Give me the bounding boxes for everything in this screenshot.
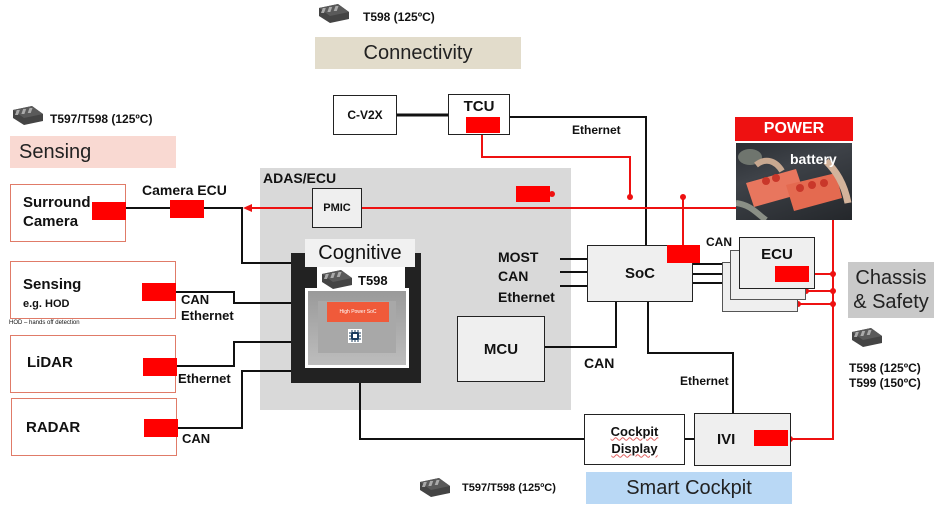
junction-dot (627, 194, 633, 200)
sensing-label-2: e.g. HOD (23, 298, 70, 310)
sensing-ethernet-label: Ethernet (181, 308, 234, 323)
cognitive-title-plate: Cognitive (305, 239, 415, 267)
lidar-pad (143, 358, 177, 376)
radar-pad (144, 419, 178, 437)
category-chassis-label-2: & Safety (853, 291, 929, 313)
category-connectivity: Connectivity (315, 37, 521, 69)
cockpit-display-label-2: Display (611, 440, 658, 456)
ecu-label: ECU (761, 246, 793, 263)
cv2x-block[interactable]: C-V2X (333, 95, 397, 135)
camera-ecu-label: Camera ECU (142, 182, 227, 198)
ethernet-label: Ethernet (498, 289, 555, 305)
high-power-soc-label: High Power SoC (339, 309, 377, 315)
junction-dot (830, 301, 836, 307)
mcu-block[interactable]: MCU (457, 316, 545, 382)
chip-package-icon (420, 478, 450, 497)
battery-label: battery (790, 151, 837, 167)
category-sensing: Sensing (10, 136, 176, 168)
chip-package-icon (852, 328, 882, 347)
part-label-cockpit: T597/T598 (125ºC) (462, 482, 556, 494)
mcu-label: MCU (483, 340, 519, 358)
radar-can-label: CAN (182, 431, 211, 446)
power-header: POWER (735, 117, 853, 141)
camera-ecu-pad (170, 200, 204, 218)
cockpit-display-block[interactable]: Cockpit Display (584, 414, 685, 465)
category-chassis-label-1: Chassis (855, 267, 927, 289)
ecu-power-pad (775, 266, 809, 282)
power-label: POWER (763, 120, 825, 137)
surround-camera-label-2: Camera (23, 213, 79, 230)
category-smart-cockpit-label: Smart Cockpit (626, 476, 752, 499)
category-connectivity-label: Connectivity (363, 41, 473, 64)
sensing-can-label: CAN (181, 292, 210, 307)
junction-dot (830, 271, 836, 277)
part-label-sensing: T597/T598 (125ºC) (50, 112, 153, 126)
category-chassis-safety: Chassis & Safety (848, 262, 934, 318)
battery-photo: battery (736, 143, 852, 220)
lidar-ethernet-label: Ethernet (178, 371, 231, 386)
soc-power-pad (667, 245, 700, 263)
chip-package-icon (322, 270, 352, 289)
ivi-power-pad (754, 430, 788, 446)
most-label: MOST (498, 249, 539, 265)
category-smart-cockpit: Smart Cockpit (586, 472, 792, 504)
cognitive-inner-tray (305, 288, 409, 368)
mcu-can-label: CAN (584, 355, 615, 371)
adas-ecu-label: ADAS/ECU (263, 170, 337, 186)
part-label-connectivity: T598 (125ºC) (363, 10, 435, 24)
part-label-chassis-1: T598 (125ºC) (849, 361, 921, 375)
battery-icon (736, 149, 852, 220)
tcu-ethernet-label: Ethernet (572, 123, 621, 137)
category-sensing-label: Sensing (19, 140, 92, 163)
hod-footnote: HOD – hands off detection (9, 320, 80, 326)
junction-dot (830, 288, 836, 294)
sensing-label-1: Sensing (23, 276, 82, 293)
tcu-label: TCU (463, 98, 495, 115)
chip-package-icon (13, 106, 43, 125)
cv2x-label: C-V2X (347, 108, 383, 122)
tcu-power-pad (466, 117, 500, 133)
pmic-line-fuse (516, 186, 550, 202)
soc-label: SoC (625, 265, 655, 282)
surround-camera-pad (92, 202, 126, 220)
cognitive-title: Cognitive (318, 241, 402, 264)
part-label-cognitive: T598 (358, 273, 388, 288)
ivi-ethernet-label: Ethernet (680, 374, 729, 388)
radar-label: RADAR (26, 419, 81, 436)
ecu-can-label: CAN (706, 235, 732, 249)
part-label-chassis-2: T599 (150ºC) (849, 376, 921, 390)
high-power-soc: High Power SoC (327, 302, 389, 322)
junction-dot (680, 194, 686, 200)
arrow-head-icon (243, 204, 252, 212)
can-label: CAN (498, 268, 529, 284)
cockpit-display-label-1: Cockpit (610, 423, 659, 439)
ivi-label: IVI (717, 431, 736, 448)
surround-camera-label-1: Surround (23, 194, 91, 211)
pmic-block[interactable]: PMIC (312, 188, 362, 228)
processor-icon (348, 329, 362, 343)
wire-soc-ivi (647, 302, 734, 413)
lidar-label: LiDAR (27, 354, 73, 371)
chip-package-icon (319, 4, 349, 23)
pmic-label: PMIC (323, 202, 351, 214)
sensing-pad (142, 283, 176, 301)
